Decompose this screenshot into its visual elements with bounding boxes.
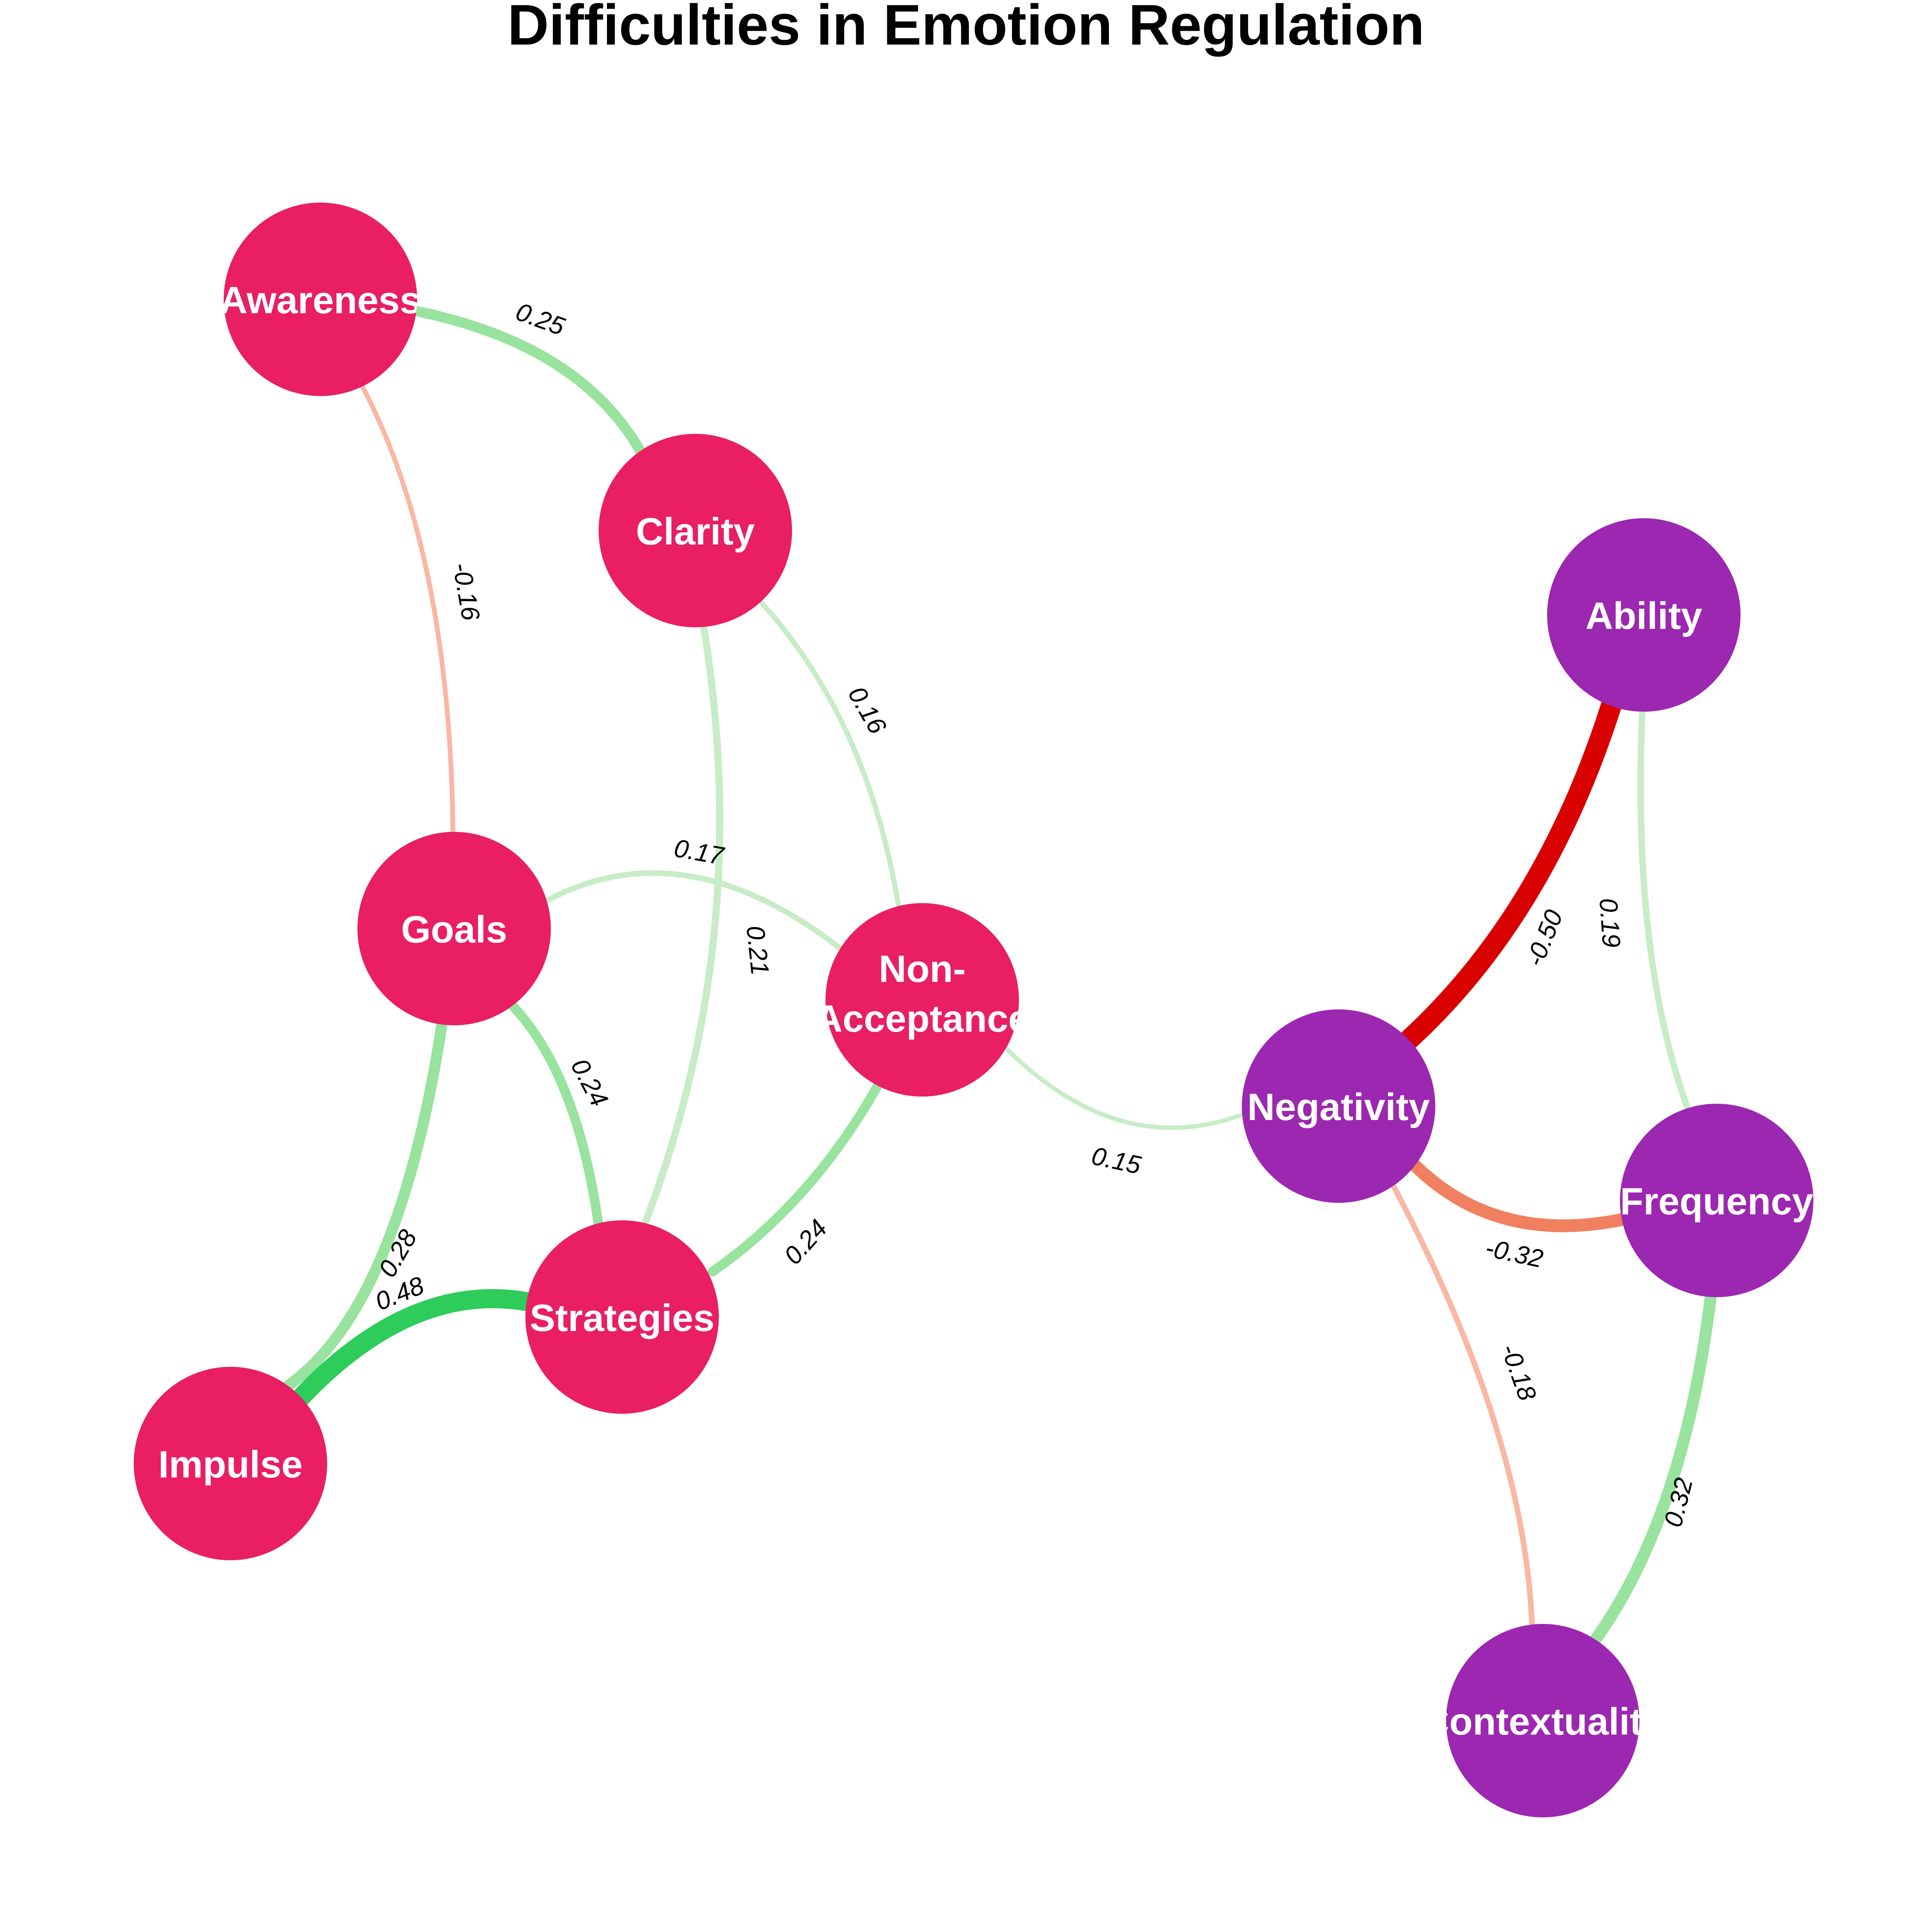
node-label-impulse: Impulse bbox=[158, 1443, 303, 1486]
edge-label-negativity-frequency: -0.32 bbox=[1483, 1233, 1546, 1273]
edge-label-negativity-contextuality: -0.18 bbox=[1495, 1340, 1542, 1405]
edge-label-ability-negativity: -0.50 bbox=[1520, 906, 1569, 970]
edge-nonacceptance-negativity bbox=[1003, 1046, 1245, 1130]
edge-label-awareness-goals: -0.16 bbox=[447, 560, 486, 623]
chart-title: Difficulties in Emotion Regulation bbox=[507, 0, 1425, 57]
node-strategies[interactable]: Strategies bbox=[525, 1220, 719, 1414]
node-circle-clarity bbox=[599, 434, 792, 627]
node-negativity[interactable]: Negativity bbox=[1242, 1009, 1435, 1203]
edge-negativity-frequency bbox=[1409, 1159, 1630, 1232]
node-label-negativity: Negativity bbox=[1247, 1086, 1430, 1128]
node-circle-strategies bbox=[525, 1220, 719, 1414]
node-label-nonacceptance-line2: Acceptance bbox=[815, 997, 1030, 1040]
edge-label-clarity-strategies: 0.21 bbox=[741, 924, 775, 976]
edge-nonacceptance-strategies bbox=[708, 1081, 882, 1276]
node-label-frequency: Frequency bbox=[1620, 1180, 1813, 1223]
node-circle-ability bbox=[1547, 518, 1741, 712]
edge-goals-strategies bbox=[508, 1001, 603, 1228]
node-circle-contextuality bbox=[1446, 1624, 1639, 1817]
nodes: Awareness Clarity Goals Non- Acceptance … bbox=[134, 203, 1813, 1817]
edge-impulse-strategies bbox=[290, 1289, 536, 1409]
node-circle-negativity bbox=[1242, 1009, 1435, 1203]
edge-ability-frequency bbox=[1637, 708, 1691, 1111]
edge-goals-nonacceptance bbox=[544, 870, 843, 951]
node-circle-nonacceptance bbox=[825, 903, 1019, 1097]
edge-label-frequency-contextuality: 0.32 bbox=[1659, 1475, 1698, 1530]
node-label-nonacceptance-line1: Non- bbox=[879, 948, 966, 990]
node-frequency[interactable]: Frequency bbox=[1620, 1104, 1813, 1297]
node-label-awareness: Awareness bbox=[220, 279, 421, 322]
edges bbox=[281, 304, 1717, 1646]
edge-clarity-nonacceptance bbox=[753, 594, 902, 910]
edge-label-nonacceptance-strategies: 0.24 bbox=[778, 1214, 833, 1270]
node-goals[interactable]: Goals bbox=[357, 832, 551, 1025]
node-clarity[interactable]: Clarity bbox=[599, 434, 792, 627]
node-label-clarity: Clarity bbox=[636, 510, 755, 553]
node-label-strategies: Strategies bbox=[530, 1297, 714, 1339]
node-label-contextuality: Contextuality bbox=[1422, 1700, 1664, 1743]
edge-clarity-strategies bbox=[642, 623, 724, 1226]
node-awareness[interactable]: Awareness bbox=[220, 203, 421, 396]
edge-awareness-goals bbox=[360, 384, 455, 836]
edge-label-clarity-nonacceptance: 0.16 bbox=[843, 681, 892, 739]
edge-ability-negativity bbox=[1399, 695, 1622, 1050]
edge-awareness-clarity bbox=[404, 304, 649, 462]
node-impulse[interactable]: Impulse bbox=[134, 1367, 327, 1560]
edge-frequency-contextuality bbox=[1589, 1291, 1717, 1646]
edge-label-awareness-clarity: 0.25 bbox=[512, 297, 569, 341]
node-circle-impulse bbox=[134, 1367, 327, 1560]
edge-negativity-contextuality bbox=[1390, 1183, 1535, 1628]
edge-label-ability-frequency: 0.19 bbox=[1594, 897, 1626, 948]
node-label-ability: Ability bbox=[1585, 595, 1702, 637]
node-ability[interactable]: Ability bbox=[1547, 518, 1741, 712]
node-circle-frequency bbox=[1620, 1104, 1813, 1297]
node-contextuality[interactable]: Contextuality bbox=[1422, 1624, 1664, 1817]
node-nonacceptance[interactable]: Non- Acceptance bbox=[815, 903, 1030, 1097]
node-circle-awareness bbox=[224, 203, 417, 396]
edge-label-nonacceptance-negativity: 0.15 bbox=[1089, 1141, 1144, 1179]
edge-goals-impulse bbox=[281, 1019, 447, 1392]
node-label-goals: Goals bbox=[401, 908, 507, 951]
node-circle-goals bbox=[357, 832, 551, 1025]
